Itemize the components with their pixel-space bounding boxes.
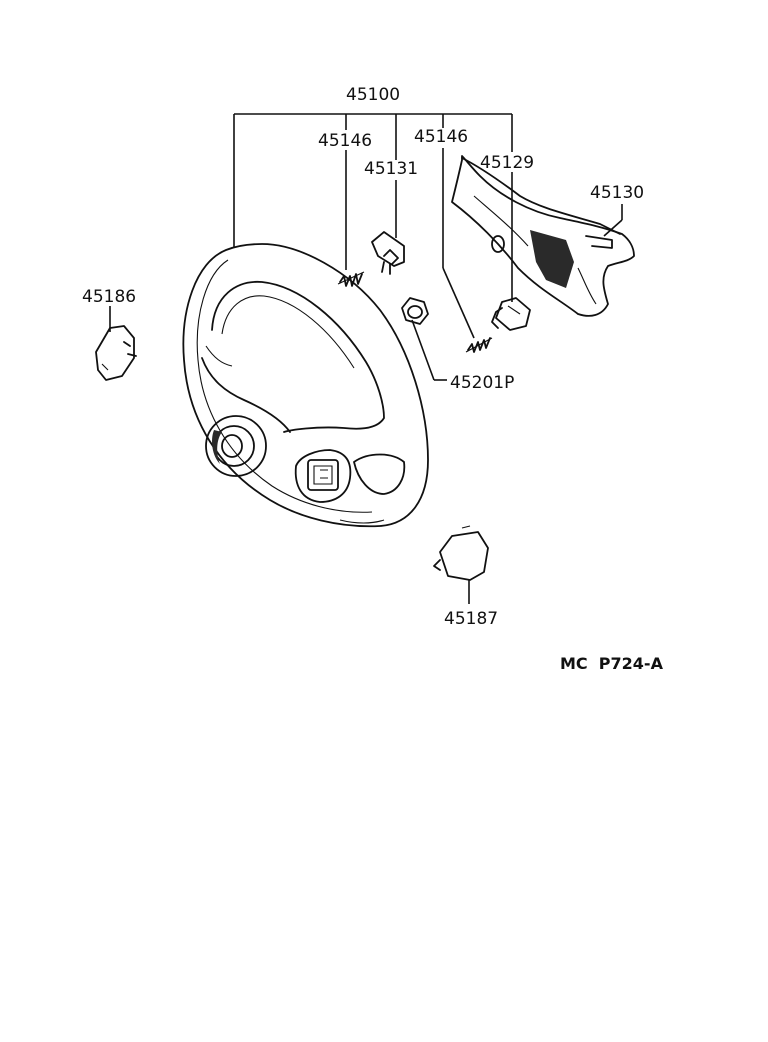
- leader-lines: [109, 113, 623, 604]
- label-45201P: 45201P: [450, 373, 514, 393]
- spring-right: [465, 337, 493, 353]
- label-45186: 45186: [82, 287, 136, 307]
- label-45187: 45187: [444, 609, 498, 629]
- cap-45187: [433, 525, 489, 581]
- label-45130: 45130: [590, 183, 644, 203]
- part-45129: [491, 297, 531, 331]
- label-45146-left: 45146: [318, 131, 372, 151]
- label-45100: 45100: [346, 85, 400, 105]
- diagram-code: MC P724-A: [560, 654, 664, 673]
- label-45131: 45131: [364, 159, 418, 179]
- nut-45201P: [401, 297, 429, 325]
- label-45129: 45129: [480, 153, 534, 173]
- label-45146-right: 45146: [414, 127, 468, 147]
- spring-left: [337, 271, 365, 287]
- steering-wheel: [182, 243, 429, 528]
- bracket-45131: [371, 231, 405, 275]
- pad-45130: [451, 155, 635, 317]
- cap-45186: [95, 325, 137, 381]
